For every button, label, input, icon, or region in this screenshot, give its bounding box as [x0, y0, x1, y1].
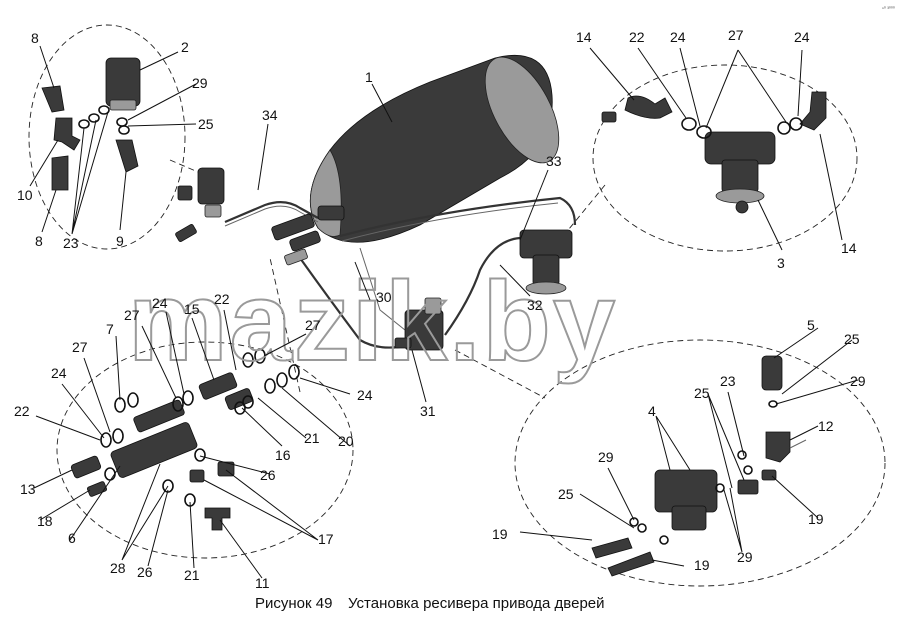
callout-8-bottom: 8 [35, 233, 43, 249]
callout-4: 4 [648, 403, 656, 419]
callout-25-top: 25 [198, 116, 214, 132]
callout-19-bottom: 19 [694, 557, 710, 573]
pipe-lines [224, 196, 577, 349]
fitting-14-right [799, 91, 827, 131]
callout-32: 32 [527, 297, 543, 313]
callout-25-left: 25 [558, 486, 574, 502]
callout-11: 11 [255, 575, 270, 591]
valve-32 [519, 229, 573, 295]
callout-22-mid: 22 [214, 291, 230, 307]
watermark: mazik.by [128, 259, 617, 384]
connector-line [454, 349, 546, 399]
callout-26-b: 26 [137, 564, 153, 580]
callout-3: 3 [777, 255, 785, 271]
callout-9: 9 [116, 233, 124, 249]
parts-top-left [41, 57, 141, 191]
callout-5: 5 [807, 317, 815, 333]
callout-20: 20 [338, 433, 354, 449]
callout-14-left: 14 [576, 29, 592, 45]
callout-31: 31 [420, 403, 436, 419]
callout-22-left: 22 [14, 403, 30, 419]
callout-27-mid: 27 [124, 307, 140, 323]
callout-29-bottom: 29 [737, 549, 753, 565]
callout-14-right: 14 [841, 240, 857, 256]
electric-valve-2 [175, 167, 225, 242]
callout-1: 1 [365, 69, 373, 85]
valve-31 [394, 297, 444, 351]
callout-29-right: 29 [850, 373, 866, 389]
tank-fittings [271, 205, 345, 266]
detail-ellipse-bottom-right [514, 339, 886, 587]
figure-caption-number: Рисунок 49 [255, 595, 332, 612]
fitting-14-left [601, 95, 673, 123]
callout-28: 28 [110, 560, 126, 576]
connector-line [559, 184, 606, 241]
callout-27-mid-right: 27 [305, 317, 321, 333]
receiver-tank [309, 54, 560, 243]
detail-ellipse-top-right [592, 64, 858, 252]
callout-10: 10 [17, 187, 33, 203]
detail-ellipse-top-left [28, 24, 186, 250]
callout-6: 6 [68, 530, 76, 546]
callout-12: 12 [818, 418, 834, 434]
connector-line [269, 257, 301, 393]
callout-34: 34 [262, 107, 278, 123]
callouts: 1 2 3 4 5 6 7 8 8 9 10 11 12 13 14 14 15… [14, 27, 866, 591]
callout-33: 33 [546, 153, 562, 169]
callout-27-left: 27 [72, 339, 88, 355]
valve-3 [704, 131, 776, 214]
callout-29-top: 29 [192, 75, 208, 91]
callout-24-top-a: 24 [670, 29, 686, 45]
callout-25-right: 25 [844, 331, 860, 347]
callout-13: 13 [20, 481, 36, 497]
callout-24-left: 24 [51, 365, 67, 381]
callout-23-top-left: 23 [63, 235, 79, 251]
callout-23-right: 23 [720, 373, 736, 389]
callout-24-top-b: 24 [794, 29, 810, 45]
callout-29-mid: 29 [598, 449, 614, 465]
callout-16: 16 [275, 447, 291, 463]
rings-top-right [681, 117, 803, 139]
callout-24-right: 24 [357, 387, 373, 403]
callout-18: 18 [37, 513, 53, 529]
callout-25-mid: 25 [694, 385, 710, 401]
callout-2: 2 [181, 39, 189, 55]
callout-17: 17 [318, 531, 334, 547]
callout-8-top: 8 [31, 30, 39, 46]
callout-21-a: 21 [304, 430, 320, 446]
corner-mark: ⁿ⁰ ³⁰⁰⁰ [882, 6, 895, 12]
callout-30: 30 [376, 289, 392, 305]
callout-27-top-right: 27 [728, 27, 744, 43]
callout-19-right: 19 [808, 511, 824, 527]
callout-26-a: 26 [260, 467, 276, 483]
figure-caption-title: Установка ресивера привода дверей [348, 595, 605, 612]
callout-22-top-right: 22 [629, 29, 645, 45]
callout-7: 7 [106, 321, 114, 337]
parts-bottom-right [591, 355, 807, 577]
callout-19-left: 19 [492, 526, 508, 542]
leader-lines [29, 45, 859, 579]
detail-ellipse-bottom-left [56, 341, 354, 559]
callout-21-b: 21 [184, 567, 200, 583]
callout-15: 15 [184, 301, 200, 317]
callout-24-mid: 24 [152, 295, 168, 311]
